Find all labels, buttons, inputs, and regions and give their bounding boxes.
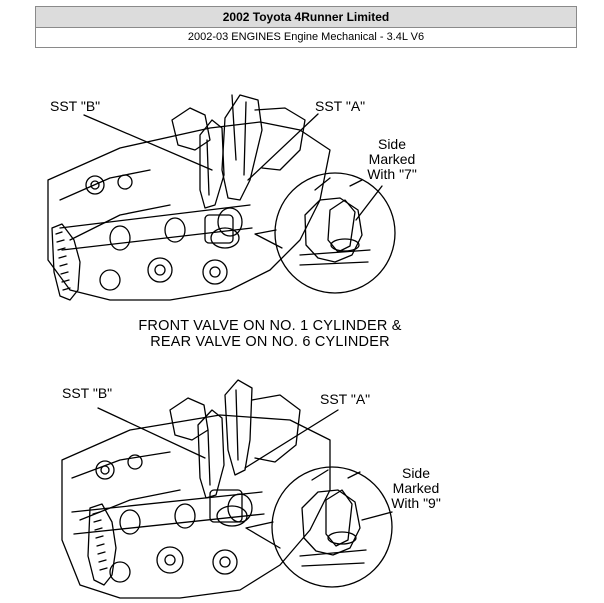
side-line-1: Side (377, 136, 407, 152)
document-subtitle: 2002-03 ENGINES Engine Mechanical - 3.4L… (35, 28, 577, 48)
top-valve-illustration (47, 94, 396, 301)
side-line-1: Side (401, 465, 431, 481)
caption-line-1: FRONT VALVE ON NO. 1 CYLINDER & (138, 318, 402, 334)
side-line-3: With "7" (367, 166, 417, 182)
side-line-2: Marked (392, 480, 440, 496)
label-sst-a-top: SST "A" (315, 98, 366, 114)
side-line-3: With "9" (391, 495, 441, 511)
label-side-marked-7: Side Marked With "7" (364, 137, 420, 182)
label-sst-b-top: SST "B" (50, 98, 101, 114)
document-title: 2002 Toyota 4Runner Limited (35, 6, 577, 28)
caption-line-2: REAR VALVE ON NO. 6 CYLINDER (150, 334, 390, 350)
figure-caption: FRONT VALVE ON NO. 1 CYLINDER & REAR VAL… (60, 318, 480, 350)
label-side-marked-9: Side Marked With "9" (386, 466, 446, 511)
side-line-2: Marked (368, 151, 416, 167)
label-sst-a-bottom: SST "A" (320, 391, 371, 407)
label-sst-b-bottom: SST "B" (62, 385, 113, 401)
